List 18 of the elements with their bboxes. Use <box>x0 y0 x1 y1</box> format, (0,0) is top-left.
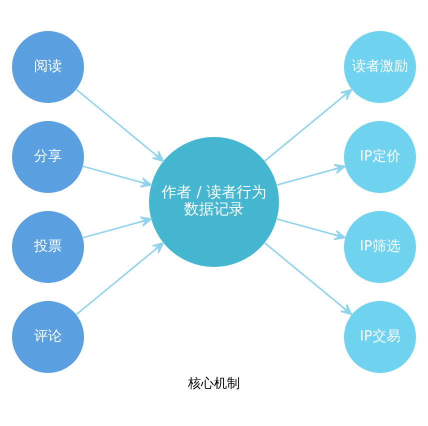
arrow <box>264 242 352 316</box>
node-circle: 投票 <box>12 211 84 283</box>
node-circle: 分享 <box>12 121 84 193</box>
arrow <box>264 88 352 162</box>
arrow <box>76 89 164 162</box>
node-circle: 读者激励 <box>344 31 416 103</box>
node-circle: 阅读 <box>12 31 84 103</box>
node-circle: IP定价 <box>344 121 416 193</box>
diagram-title: 核心机制 <box>188 376 240 392</box>
node-circle: 评论 <box>12 301 84 373</box>
arrow <box>276 164 346 186</box>
arrow <box>76 242 164 315</box>
arrow <box>82 216 152 238</box>
node-circle: IP交易 <box>344 301 416 373</box>
node-circle: 作者 / 读者行为数据记录 <box>149 137 279 267</box>
node-circle: IP筛选 <box>344 211 416 283</box>
arrow <box>276 218 346 240</box>
arrow <box>82 166 152 188</box>
